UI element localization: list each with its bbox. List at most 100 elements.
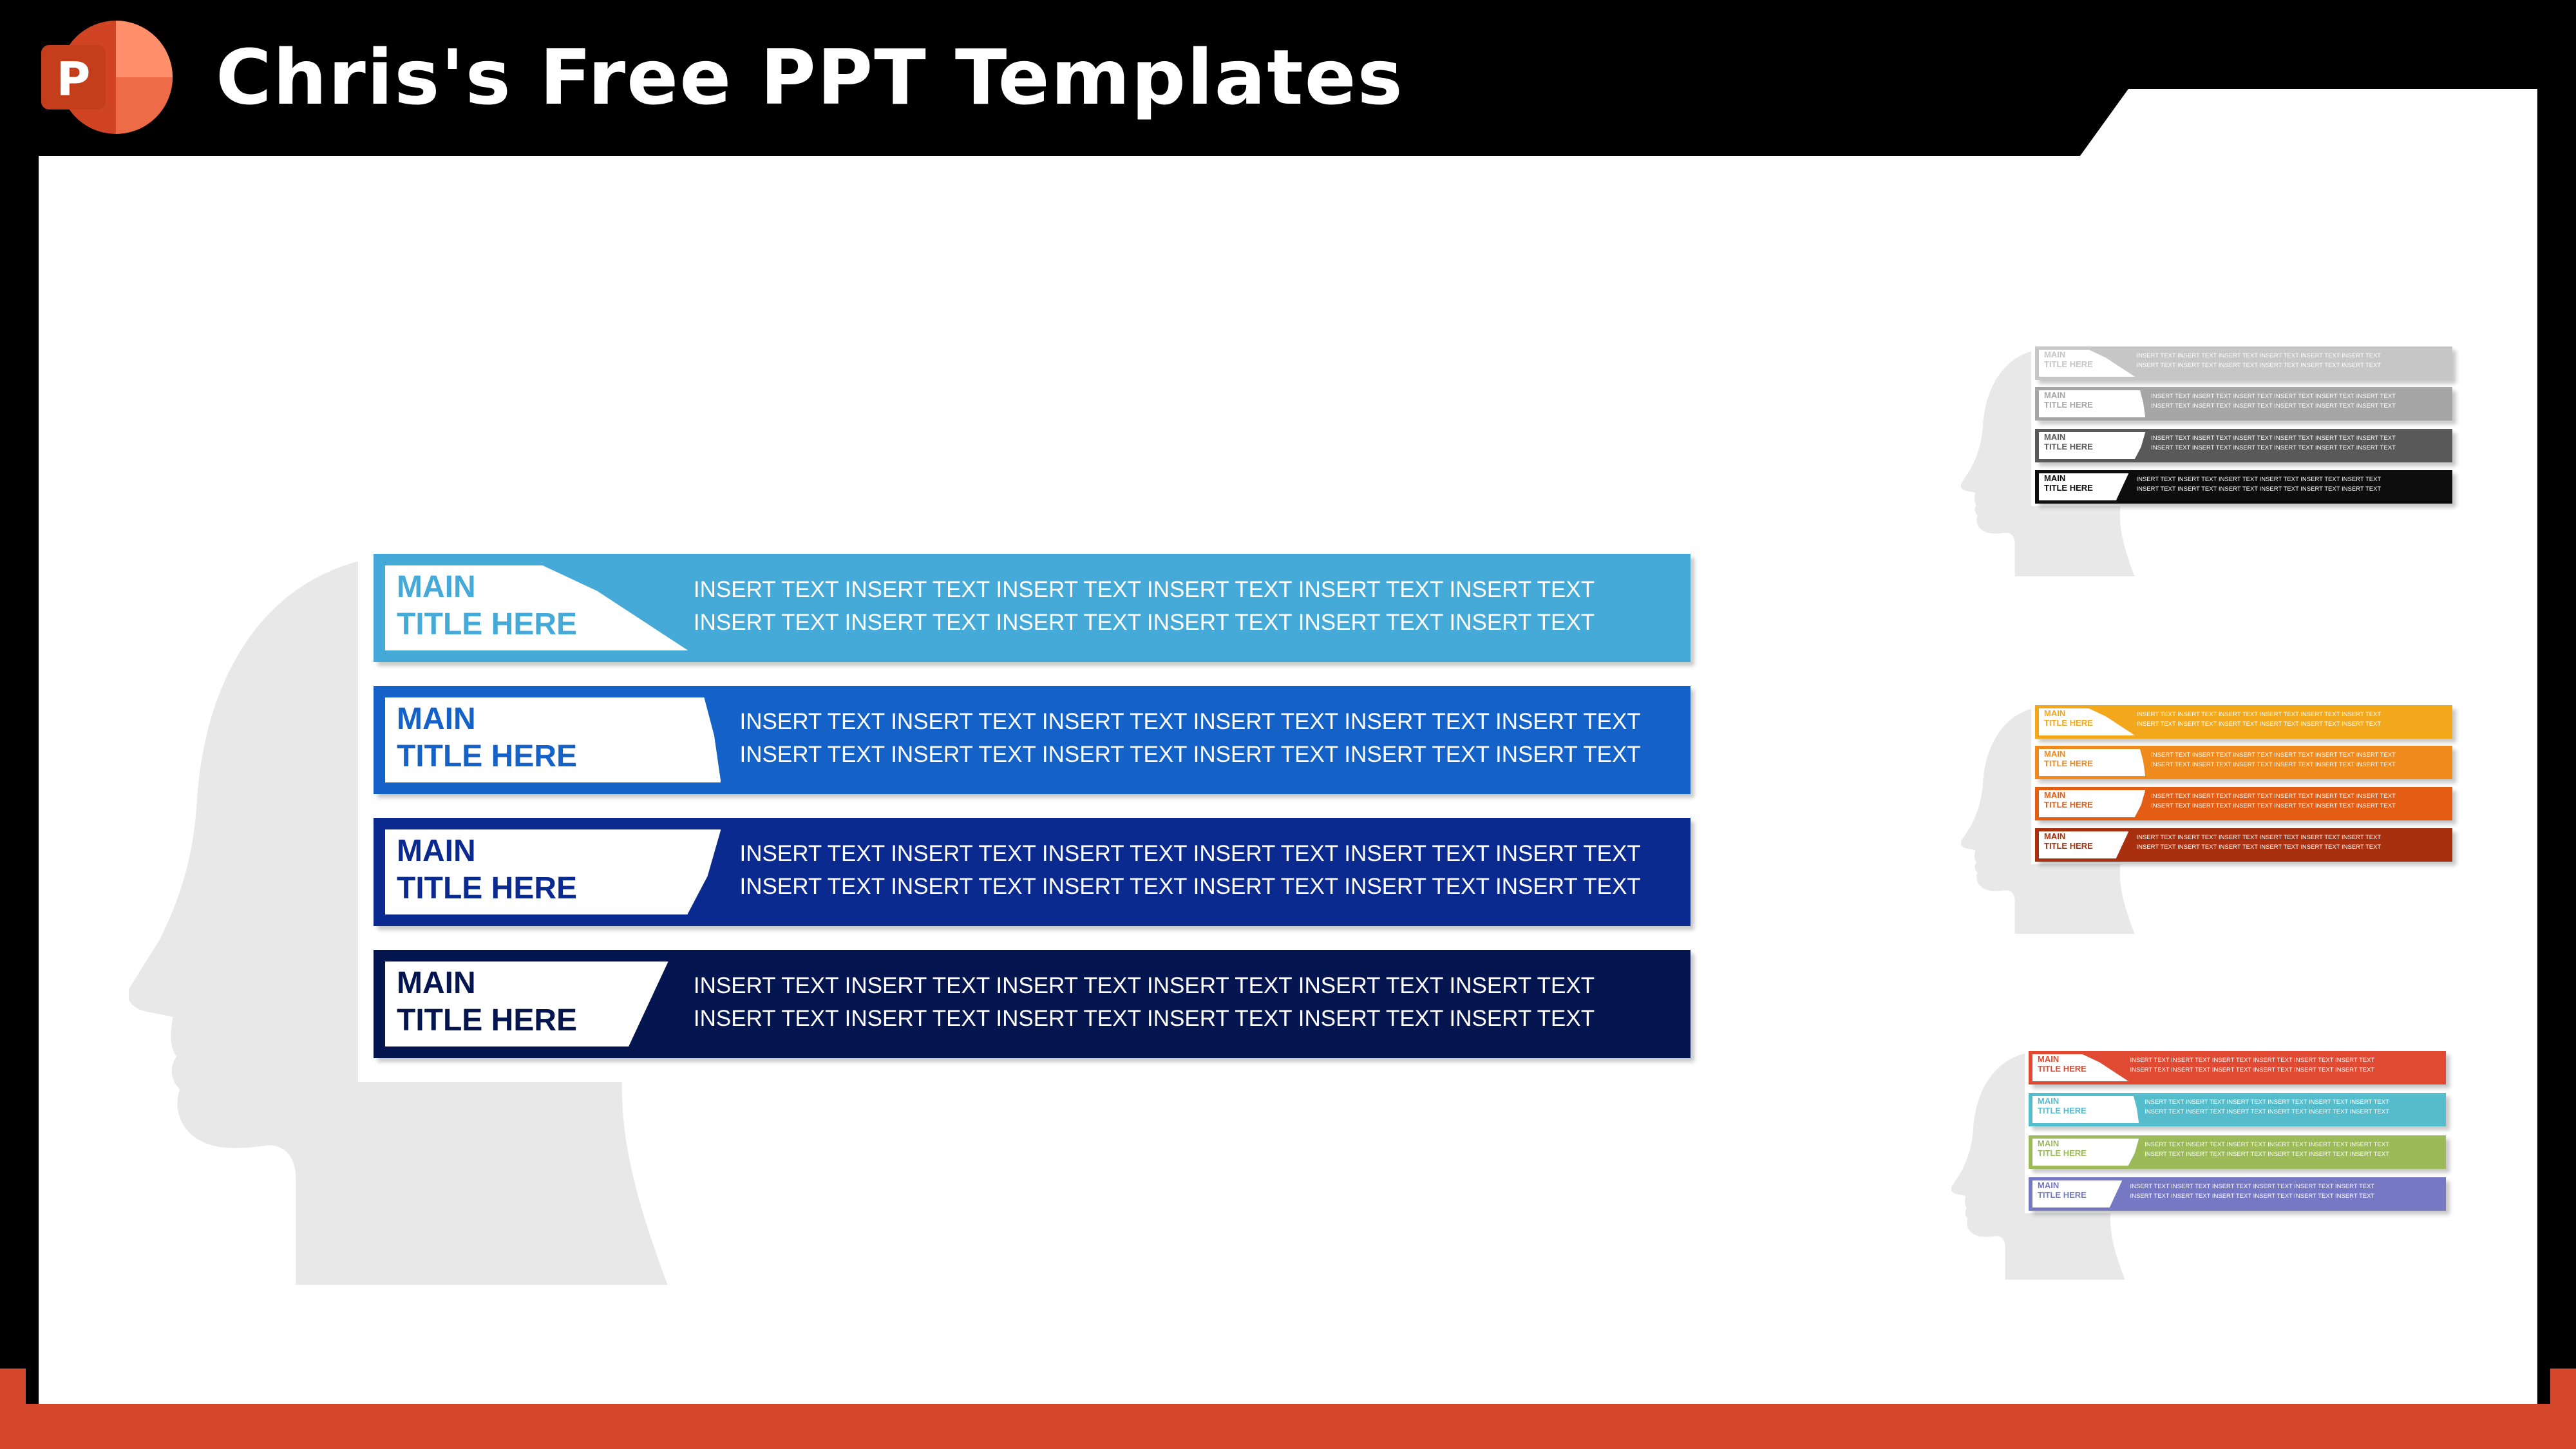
bar-title-line: TITLE HERE xyxy=(397,607,578,641)
bar-text-line: INSERT TEXT INSERT TEXT INSERT TEXT INSE… xyxy=(2136,352,2382,359)
bar-body-text: INSERT TEXT INSERT TEXT INSERT TEXT INSE… xyxy=(2145,1140,2389,1159)
bar-title-line: TITLE HERE xyxy=(2044,841,2093,851)
bar-text-line: INSERT TEXT INSERT TEXT INSERT TEXT INSE… xyxy=(2151,435,2396,442)
bar-title-line: MAIN xyxy=(2044,473,2066,483)
bar-body-text: INSERT TEXT INSERT TEXT INSERT TEXT INSE… xyxy=(740,837,1641,903)
bar-body-text: INSERT TEXT INSERT TEXT INSERT TEXT INSE… xyxy=(2151,791,2396,811)
bar-text-line: INSERT TEXT INSERT TEXT INSERT TEXT INSE… xyxy=(2130,1066,2375,1074)
bar-text-line: INSERT TEXT INSERT TEXT INSERT TEXT INSE… xyxy=(2151,444,2396,451)
bar-text-line: INSERT TEXT INSERT TEXT INSERT TEXT INSE… xyxy=(2136,721,2382,728)
bar-text-line: INSERT TEXT INSERT TEXT INSERT TEXT INSE… xyxy=(2136,844,2382,851)
bar-body-text: INSERT TEXT INSERT TEXT INSERT TEXT INSE… xyxy=(694,573,1595,639)
bar-body-text: INSERT TEXT INSERT TEXT INSERT TEXT INSE… xyxy=(2136,475,2381,494)
title-plate xyxy=(2039,790,2146,817)
bar-title-line: TITLE HERE xyxy=(2044,400,2093,410)
bar-text-line: INSERT TEXT INSERT TEXT INSERT TEXT INSE… xyxy=(693,973,1595,998)
bar-text-line: INSERT TEXT INSERT TEXT INSERT TEXT INSE… xyxy=(739,841,1641,866)
bar-text-line: INSERT TEXT INSERT TEXT INSERT TEXT INSE… xyxy=(2151,402,2396,410)
bar-text-line: INSERT TEXT INSERT TEXT INSERT TEXT INSE… xyxy=(2151,793,2396,800)
title-plate xyxy=(2032,1139,2139,1166)
title-plate xyxy=(2032,1096,2139,1123)
bar-title-line: MAIN xyxy=(2044,432,2066,442)
bar-title-line: MAIN xyxy=(397,966,476,1000)
bar-title-line: TITLE HERE xyxy=(397,1003,578,1037)
bar-text-line: INSERT TEXT INSERT TEXT INSERT TEXT INSE… xyxy=(2151,802,2396,810)
bar-body-text: INSERT TEXT INSERT TEXT INSERT TEXT INSE… xyxy=(740,705,1641,771)
bar-text-line: INSERT TEXT INSERT TEXT INSERT TEXT INSE… xyxy=(2145,1141,2389,1148)
bar-title-line: TITLE HERE xyxy=(397,871,578,905)
bar-text-line: INSERT TEXT INSERT TEXT INSERT TEXT INSE… xyxy=(2145,1151,2389,1158)
bar-title-line: MAIN xyxy=(2044,350,2066,359)
title-plate xyxy=(2039,473,2129,500)
bar-text-line: INSERT TEXT INSERT TEXT INSERT TEXT INSE… xyxy=(2130,1183,2375,1190)
bar-text-line: INSERT TEXT INSERT TEXT INSERT TEXT INSE… xyxy=(2136,711,2382,718)
bar-title-line: MAIN xyxy=(2044,390,2066,400)
bar-text-line: INSERT TEXT INSERT TEXT INSERT TEXT INSE… xyxy=(2151,393,2396,400)
bar-title-line: MAIN xyxy=(397,834,476,868)
bar-title-line: TITLE HERE xyxy=(2038,1190,2087,1200)
bar-body-text: INSERT TEXT INSERT TEXT INSERT TEXT INSE… xyxy=(2151,433,2396,453)
bar-title-line: TITLE HERE xyxy=(2038,1064,2087,1074)
bar-body-text: INSERT TEXT INSERT TEXT INSERT TEXT INSE… xyxy=(2145,1097,2389,1117)
bar-text-line: INSERT TEXT INSERT TEXT INSERT TEXT INSE… xyxy=(739,709,1641,734)
title-plate xyxy=(385,697,721,782)
bar-title-line: TITLE HERE xyxy=(2044,442,2093,451)
bar-text-line: INSERT TEXT INSERT TEXT INSERT TEXT INSE… xyxy=(2130,1057,2375,1064)
bar-body-text: INSERT TEXT INSERT TEXT INSERT TEXT INSE… xyxy=(2136,710,2381,729)
bar-title-line: MAIN xyxy=(2044,790,2066,800)
bar-text-line: INSERT TEXT INSERT TEXT INSERT TEXT INSE… xyxy=(693,1006,1595,1031)
bar-title-line: TITLE HERE xyxy=(2044,718,2093,728)
bar-body-text: INSERT TEXT INSERT TEXT INSERT TEXT INSE… xyxy=(2130,1182,2374,1201)
bar-text-line: INSERT TEXT INSERT TEXT INSERT TEXT INSE… xyxy=(2145,1108,2389,1115)
bar-text-line: INSERT TEXT INSERT TEXT INSERT TEXT INSE… xyxy=(693,610,1595,635)
bar-text-line: INSERT TEXT INSERT TEXT INSERT TEXT INSE… xyxy=(2145,1099,2389,1106)
bar-title-line: MAIN xyxy=(397,702,476,736)
title-plate xyxy=(385,829,721,914)
powerpoint-icon: P xyxy=(41,21,173,134)
bar-title-line: TITLE HERE xyxy=(2044,800,2093,810)
bar-body-text: INSERT TEXT INSERT TEXT INSERT TEXT INSE… xyxy=(2136,833,2381,852)
bar-text-line: INSERT TEXT INSERT TEXT INSERT TEXT INSE… xyxy=(739,742,1641,767)
bar-title-line: TITLE HERE xyxy=(2038,1148,2087,1158)
bar-title-line: MAIN xyxy=(2038,1054,2060,1064)
bar-body-text: INSERT TEXT INSERT TEXT INSERT TEXT INSE… xyxy=(694,969,1595,1035)
title-plate xyxy=(2039,432,2146,459)
title-plate xyxy=(2039,390,2146,417)
bar-title-line: TITLE HERE xyxy=(397,739,578,773)
bar-title-line: MAIN xyxy=(2038,1139,2060,1148)
bar-title-line: MAIN xyxy=(2044,708,2066,718)
bar-title-line: TITLE HERE xyxy=(2044,483,2093,493)
title-plate xyxy=(385,961,668,1046)
title-plate xyxy=(2039,749,2146,776)
bar-title-line: TITLE HERE xyxy=(2044,759,2093,768)
bar-title-line: MAIN xyxy=(2038,1096,2060,1106)
bar-title-line: MAIN xyxy=(397,570,476,604)
bar-text-line: INSERT TEXT INSERT TEXT INSERT TEXT INSE… xyxy=(2136,834,2382,841)
powerpoint-icon-letter: P xyxy=(57,52,91,106)
